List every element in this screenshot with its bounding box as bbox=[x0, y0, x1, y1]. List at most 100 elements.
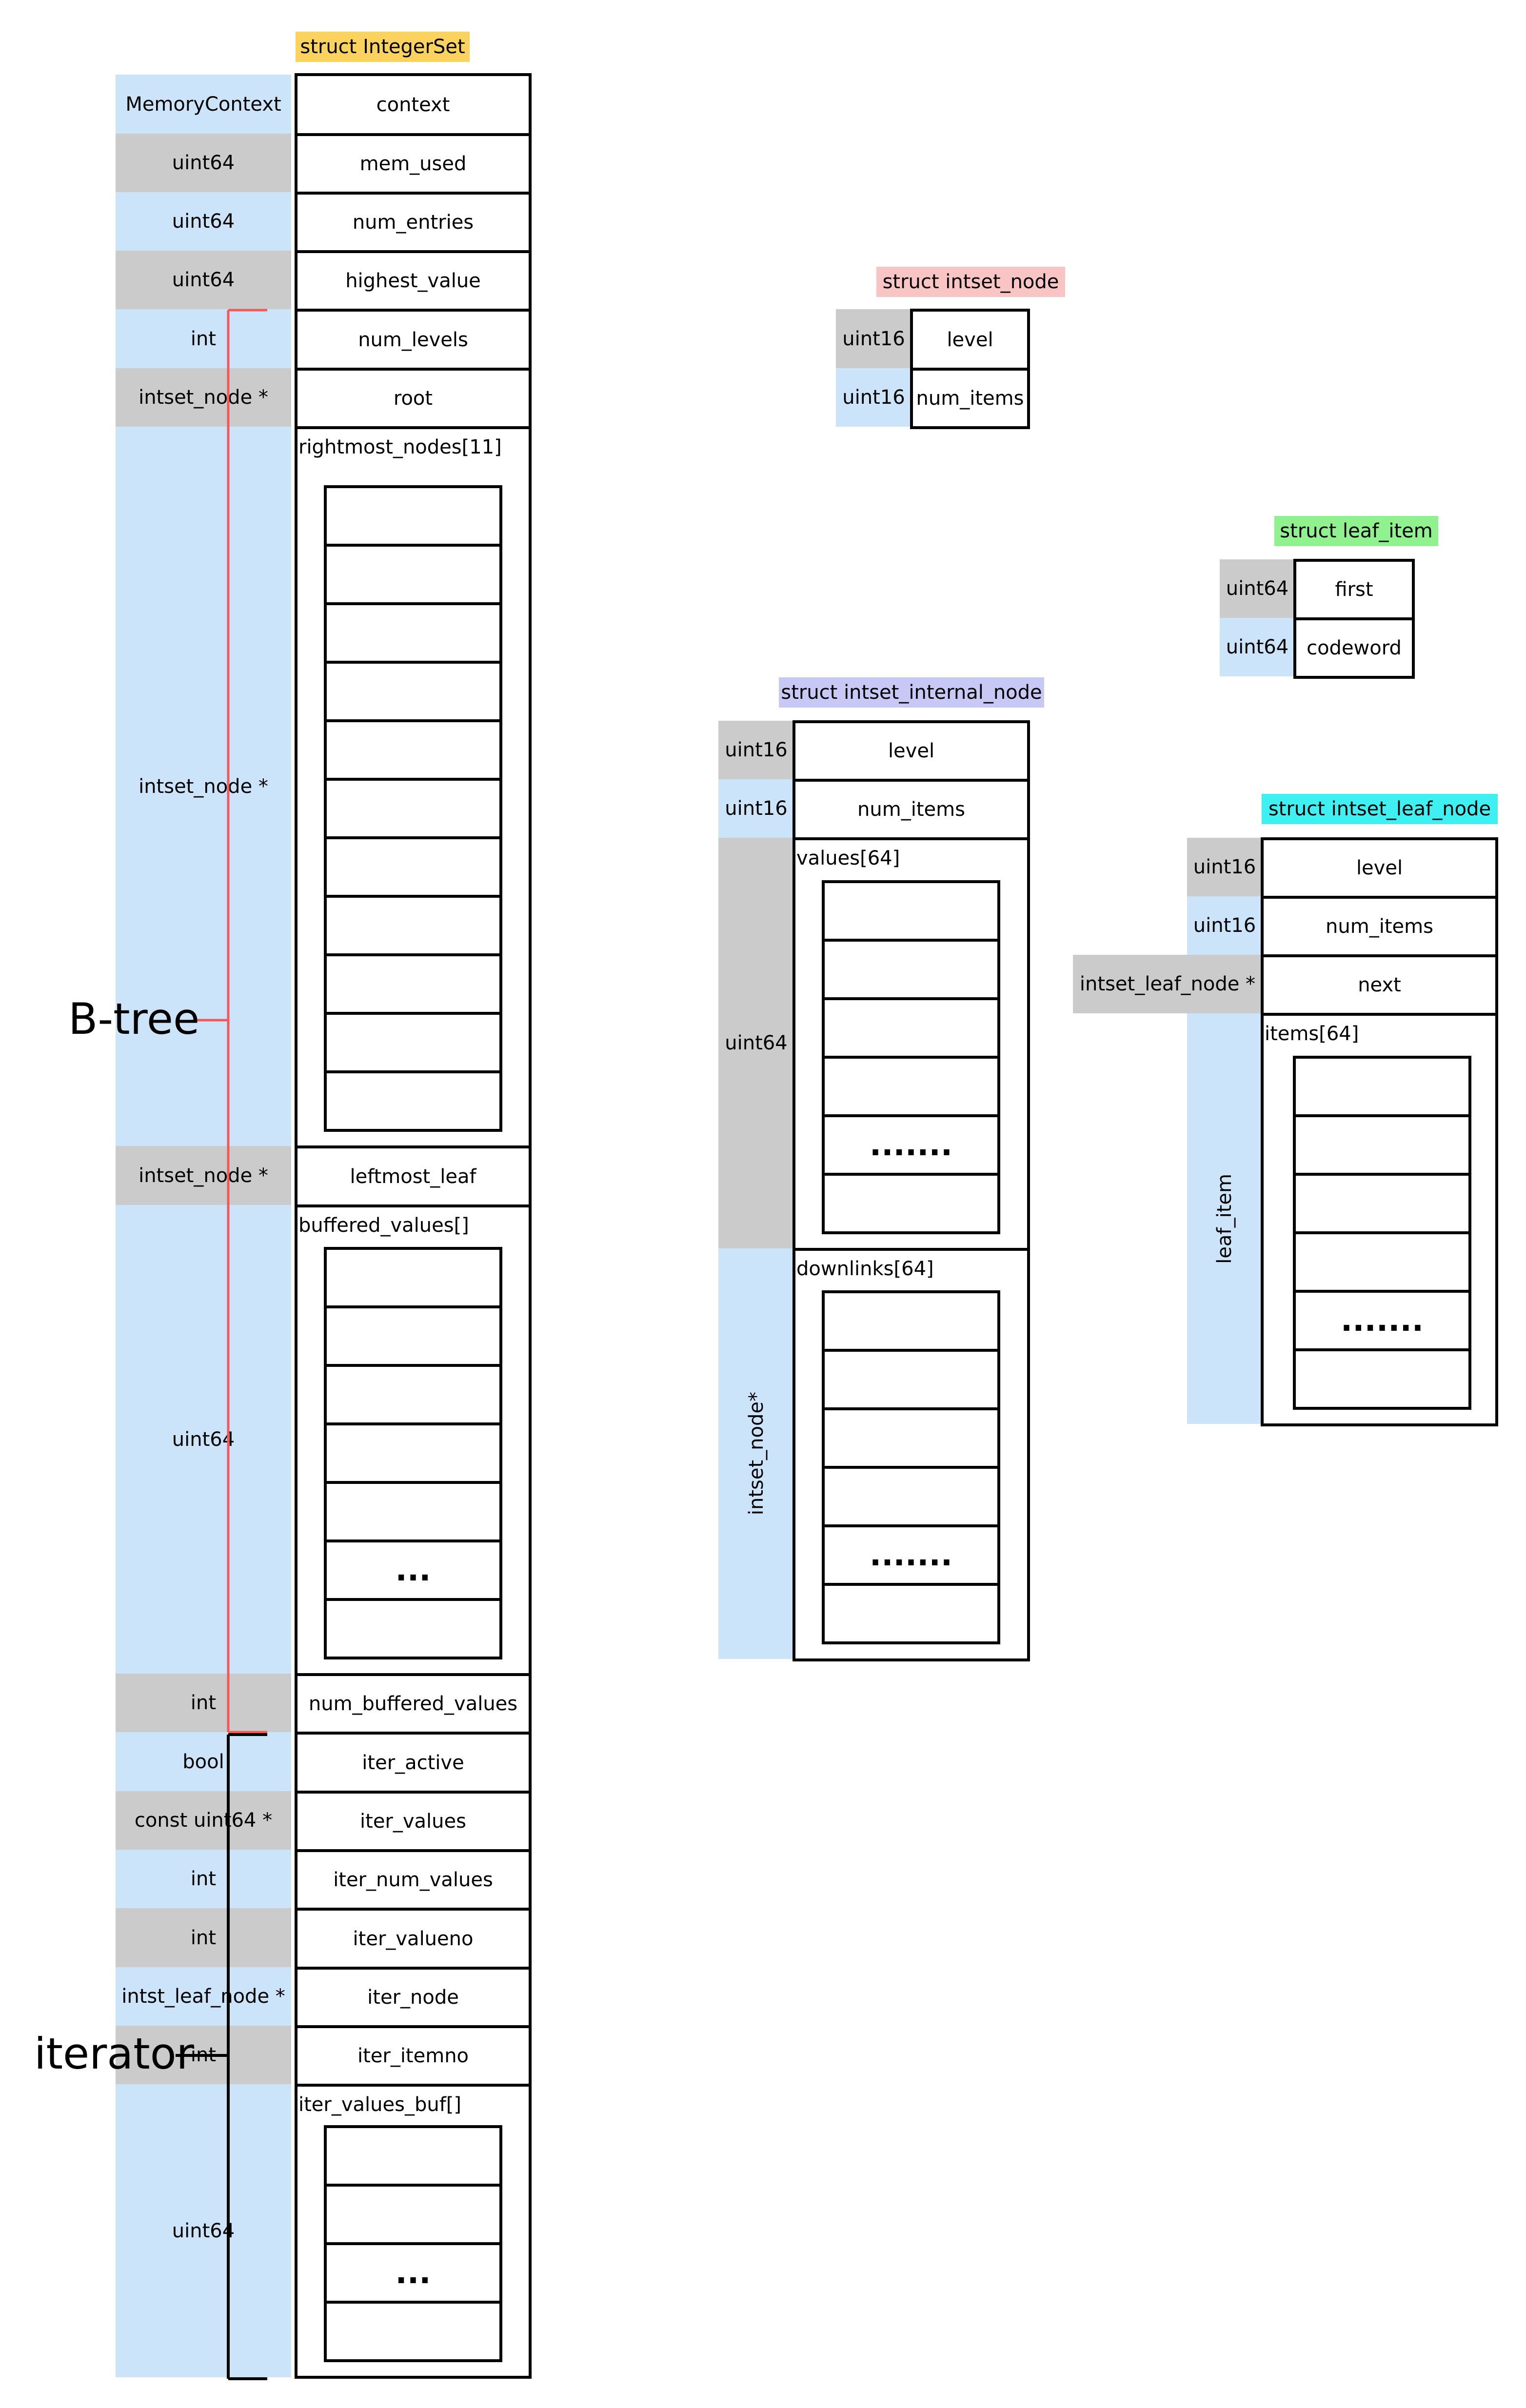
array-cell bbox=[324, 1598, 502, 1659]
type-cell: bool bbox=[116, 1732, 291, 1791]
type-cell: int bbox=[116, 1850, 291, 1908]
field-cell: next bbox=[1261, 954, 1498, 1016]
leaf-item-title: struct leaf_item bbox=[1274, 516, 1438, 546]
type-cell: int bbox=[116, 1908, 291, 1967]
type-cell: uint16 bbox=[836, 309, 912, 368]
type-cell: uint16 bbox=[1187, 838, 1262, 896]
field-cell: iter_node bbox=[295, 1967, 532, 2028]
array-cell bbox=[822, 1349, 1000, 1410]
field-cell: num_items bbox=[793, 779, 1030, 840]
array-cell bbox=[324, 953, 502, 1015]
array-cell bbox=[324, 1364, 502, 1425]
internal-node-title: struct intset_internal_node bbox=[779, 677, 1044, 708]
array-cell-ellipsis: ... bbox=[324, 1540, 502, 1601]
array-cell bbox=[324, 1247, 502, 1308]
array-cell-ellipsis: ... bbox=[324, 2242, 502, 2304]
type-cell: uint64 bbox=[116, 1205, 291, 1674]
type-cell: intst_leaf_node * bbox=[116, 1967, 291, 2026]
type-cell: int bbox=[116, 1674, 291, 1732]
array-cell bbox=[1293, 1173, 1471, 1234]
field-cell: num_items bbox=[910, 368, 1030, 429]
field-cell: context bbox=[295, 73, 532, 136]
field-cell: codeword bbox=[1293, 617, 1415, 679]
array-cell bbox=[822, 1173, 1000, 1234]
type-cell: intset_node * bbox=[116, 368, 291, 427]
field-cell: iter_values bbox=[295, 1791, 532, 1852]
type-cell-vertical: intset_node* bbox=[718, 1248, 794, 1659]
btree-label: B-tree bbox=[68, 994, 200, 1044]
field-cell: iter_active bbox=[295, 1732, 532, 1794]
array-cell bbox=[324, 485, 502, 547]
array-cell bbox=[822, 1583, 1000, 1644]
type-cell: int bbox=[116, 309, 291, 368]
array-cell bbox=[324, 544, 502, 605]
array-cell bbox=[324, 2301, 502, 2362]
array-cell bbox=[1293, 1056, 1471, 1117]
array-cell bbox=[324, 2184, 502, 2245]
array-cell bbox=[822, 1466, 1000, 1527]
field-cell: num_items bbox=[1261, 896, 1498, 957]
array-cell bbox=[324, 2125, 502, 2187]
field-cell: highest_value bbox=[295, 250, 532, 312]
type-cell: uint64 bbox=[718, 838, 794, 1248]
leaf-node-title: struct intset_leaf_node bbox=[1262, 794, 1498, 824]
field-cell: mem_used bbox=[295, 133, 532, 195]
array-cell bbox=[324, 1070, 502, 1132]
type-cell: uint64 bbox=[116, 192, 291, 251]
field-cell: iter_num_values bbox=[295, 1849, 532, 1911]
vertical-type-label: intset_node* bbox=[745, 1392, 768, 1516]
intset-node-title: struct intset_node bbox=[876, 267, 1065, 297]
field-cell: level bbox=[793, 720, 1030, 782]
iterator-label: iterator bbox=[34, 2029, 194, 2079]
array-cell-ellipsis: ....... bbox=[822, 1114, 1000, 1176]
type-cell: uint16 bbox=[718, 779, 794, 838]
type-cell: uint64 bbox=[1220, 618, 1295, 676]
array-cell bbox=[822, 1290, 1000, 1352]
array-cell bbox=[324, 895, 502, 956]
type-cell: intset_leaf_node * bbox=[1073, 955, 1262, 1013]
field-cell: num_entries bbox=[295, 192, 532, 253]
array-cell bbox=[324, 602, 502, 664]
array-cell bbox=[822, 1056, 1000, 1117]
field-cell: iter_valueno bbox=[295, 1908, 532, 1970]
type-cell: uint64 bbox=[116, 134, 291, 192]
array-cell bbox=[324, 1305, 502, 1367]
array-cell bbox=[1293, 1348, 1471, 1410]
type-cell: MemoryContext bbox=[116, 75, 291, 134]
integerset-title: struct IntegerSet bbox=[296, 32, 470, 62]
type-cell: uint64 bbox=[116, 2084, 291, 2377]
type-cell: uint16 bbox=[1187, 896, 1262, 955]
type-cell: uint16 bbox=[836, 368, 912, 427]
field-cell: num_levels bbox=[295, 309, 532, 371]
array-cell bbox=[324, 719, 502, 781]
array-cell-ellipsis: ....... bbox=[1293, 1290, 1471, 1351]
array-cell bbox=[324, 1481, 502, 1542]
array-cell bbox=[822, 997, 1000, 1059]
array-cell-ellipsis: ....... bbox=[822, 1524, 1000, 1586]
type-cell-vertical: leaf_item bbox=[1187, 1013, 1262, 1424]
type-cell: uint16 bbox=[718, 721, 794, 779]
vertical-type-label: leaf_item bbox=[1213, 1173, 1236, 1264]
type-cell: intset_node * bbox=[116, 1146, 291, 1205]
array-cell bbox=[822, 880, 1000, 942]
array-cell bbox=[324, 661, 502, 722]
field-cell: level bbox=[1261, 837, 1498, 899]
field-cell: num_buffered_values bbox=[295, 1673, 532, 1735]
array-cell bbox=[324, 1012, 502, 1073]
array-cell bbox=[324, 836, 502, 898]
field-cell: level bbox=[910, 309, 1030, 371]
array-cell bbox=[324, 778, 502, 839]
array-cell bbox=[324, 1422, 502, 1484]
field-cell: first bbox=[1293, 559, 1415, 620]
type-cell: uint64 bbox=[1220, 559, 1295, 618]
type-cell: intset_node * bbox=[116, 427, 291, 1146]
array-cell bbox=[822, 1407, 1000, 1469]
type-cell: const uint64 * bbox=[116, 1791, 291, 1850]
field-cell: iter_itemno bbox=[295, 2025, 532, 2087]
array-cell bbox=[822, 939, 1000, 1000]
field-cell: leftmost_leaf bbox=[295, 1145, 532, 1207]
field-cell: root bbox=[295, 368, 532, 429]
array-cell bbox=[1293, 1231, 1471, 1293]
type-cell: uint64 bbox=[116, 251, 291, 309]
array-cell bbox=[1293, 1114, 1471, 1176]
